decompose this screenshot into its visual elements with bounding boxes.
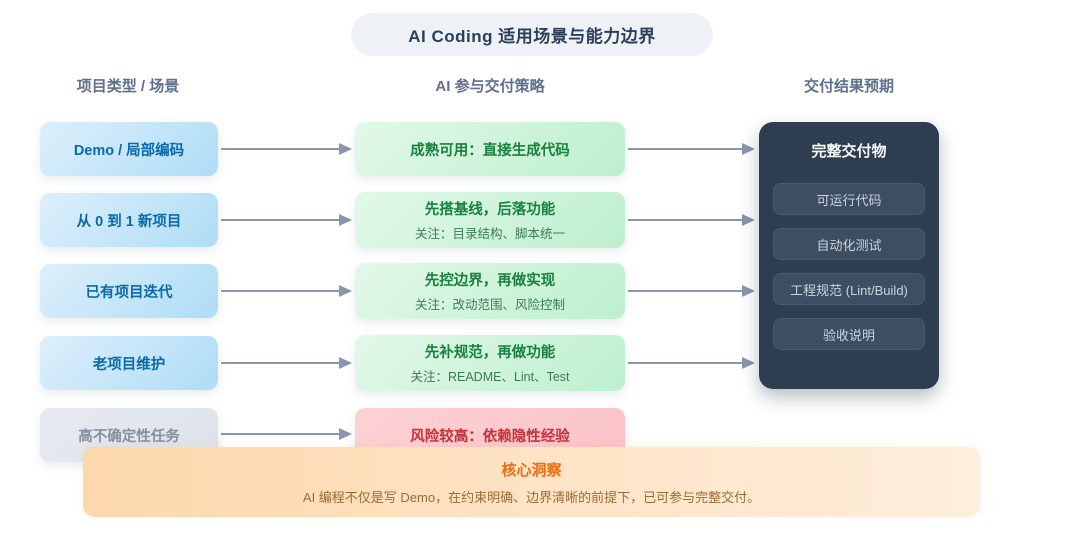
column-header-strategy: AI 参与交付策略 bbox=[435, 78, 545, 95]
strategy-box-row2: 先搭基线，后落功能 关注：目录结构、脚本统一 bbox=[355, 192, 625, 248]
diagram-title: AI Coding 适用场景与能力边界 bbox=[351, 13, 713, 56]
strategy-note: 关注：目录结构、脚本统一 bbox=[414, 227, 565, 241]
insight-body: AI 编程不仅是写 Demo，在约束明确、边界清晰的前提下，已可参与完整交付。 bbox=[302, 489, 761, 505]
arrow-left-row2 bbox=[221, 214, 352, 226]
strategy-label: 先补规范，再做功能 bbox=[424, 345, 556, 361]
arrow-left-row5 bbox=[221, 428, 352, 440]
strategy-box-row3: 先控边界，再做实现 关注：改动范围、风险控制 bbox=[355, 263, 625, 319]
scenario-box-new-project: 从 0 到 1 新项目 bbox=[40, 193, 218, 247]
column-header-outcome: 交付结果预期 bbox=[803, 78, 894, 95]
arrow-right-row4 bbox=[628, 357, 755, 369]
insight-banner: 核心洞察 AI 编程不仅是写 Demo，在约束明确、边界清晰的前提下，已可参与完… bbox=[83, 447, 980, 517]
insight-title: 核心洞察 bbox=[501, 461, 562, 479]
scenario-label: 高不确定性任务 bbox=[78, 428, 180, 445]
deliverable-engineering-standards: 工程规范 (Lint/Build) bbox=[773, 273, 925, 305]
strategy-note: 关注：改动范围、风险控制 bbox=[414, 298, 565, 312]
strategy-label: 成熟可用：直接生成代码 bbox=[410, 142, 570, 159]
deliverables-title: 完整交付物 bbox=[811, 143, 887, 160]
arrow-right-row3 bbox=[628, 285, 755, 297]
strategy-box-row4: 先补规范，再做功能 关注：README、Lint、Test bbox=[355, 335, 625, 391]
scenario-box-iteration: 已有项目迭代 bbox=[40, 264, 218, 318]
strategy-label: 先搭基线，后落功能 bbox=[424, 202, 556, 218]
arrow-left-row4 bbox=[221, 357, 352, 369]
arrow-left-row3 bbox=[221, 285, 352, 297]
deliverable-runnable-code: 可运行代码 bbox=[773, 183, 925, 215]
strategy-label: 风险较高：依赖隐性经验 bbox=[410, 428, 570, 445]
scenario-box-demo: Demo / 局部编码 bbox=[40, 122, 218, 176]
arrow-left-row1 bbox=[221, 143, 352, 155]
scenario-label: 从 0 到 1 新项目 bbox=[76, 213, 182, 230]
deliverable-automated-tests: 自动化测试 bbox=[773, 228, 925, 260]
scenario-label: 已有项目迭代 bbox=[85, 284, 173, 301]
arrow-right-row2 bbox=[628, 214, 755, 226]
deliverables-panel: 完整交付物 可运行代码 自动化测试 工程规范 (Lint/Build) 验收说明 bbox=[759, 122, 939, 389]
column-header-scenarios: 项目类型 / 场景 bbox=[76, 78, 180, 95]
strategy-box-row1: 成熟可用：直接生成代码 bbox=[355, 122, 625, 176]
scenario-box-legacy: 老项目维护 bbox=[40, 336, 218, 390]
scenario-label: 老项目维护 bbox=[92, 356, 166, 373]
strategy-label: 先控边界，再做实现 bbox=[424, 273, 556, 289]
scenario-label: Demo / 局部编码 bbox=[73, 142, 185, 159]
deliverable-acceptance-notes: 验收说明 bbox=[773, 318, 925, 350]
strategy-note: 关注：README、Lint、Test bbox=[410, 370, 570, 384]
arrow-right-row1 bbox=[628, 143, 755, 155]
